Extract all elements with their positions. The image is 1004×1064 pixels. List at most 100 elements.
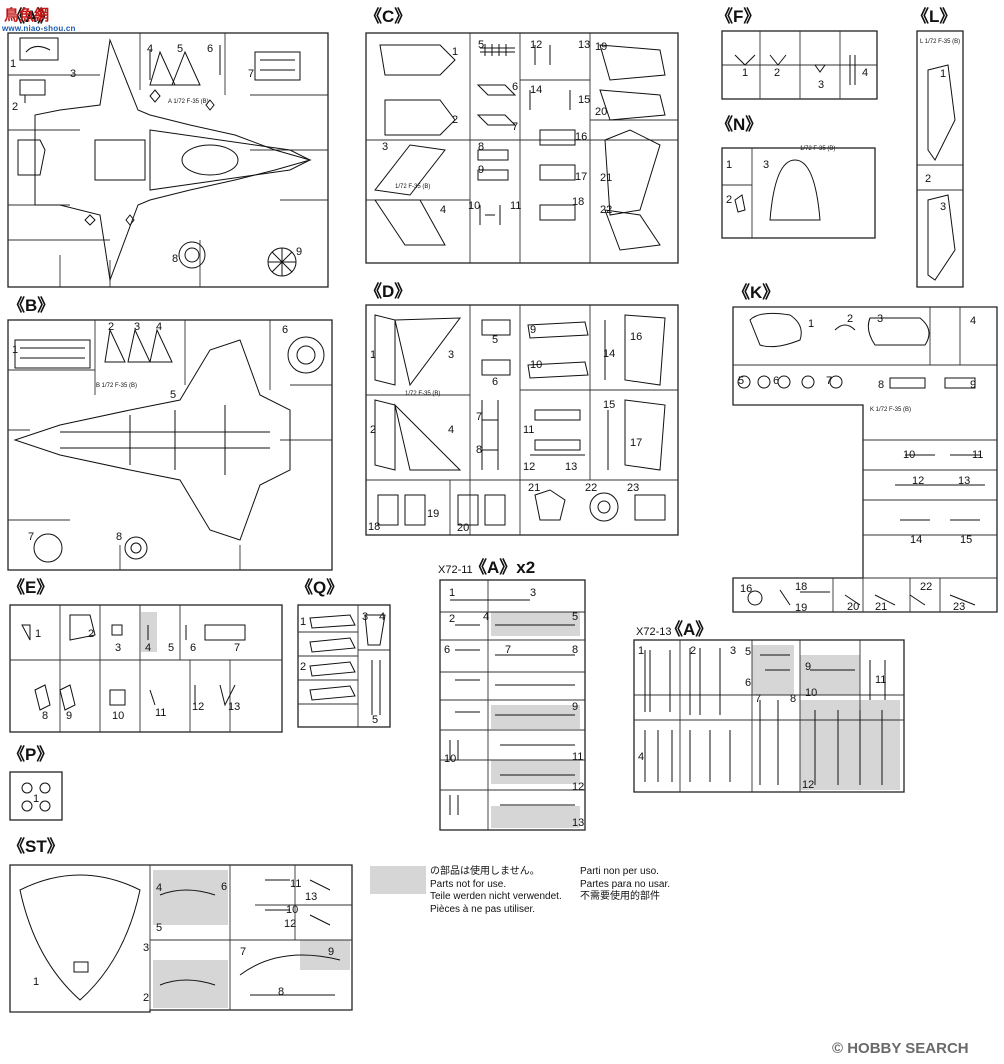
part-c-16: 16 [575, 131, 587, 143]
part-c-4: 4 [440, 204, 446, 216]
part-a13-9: 9 [805, 661, 811, 673]
part-a13-7: 7 [755, 693, 761, 705]
part-d-1: 1 [370, 349, 376, 361]
part-a-7: 7 [248, 68, 254, 80]
part-c-21: 21 [600, 172, 612, 184]
not-used-swatch [370, 866, 426, 894]
legend-es: Partes para no usar. [580, 878, 671, 890]
part-q-5: 5 [372, 714, 378, 726]
sprue-a [7, 32, 329, 288]
part-d-16: 16 [630, 331, 642, 343]
part-e-3: 3 [115, 642, 121, 654]
part-e-4: 4 [145, 642, 151, 654]
sprue-a-x72-13 [633, 639, 905, 793]
part-d-15: 15 [603, 399, 615, 411]
part-c-18: 18 [572, 196, 584, 208]
sprue-st-label: 《ST》 [8, 836, 64, 856]
sprue-p: 《P》 [8, 744, 63, 821]
maker-logo-icon [19, 37, 59, 61]
part-k-6: 6 [773, 375, 779, 387]
part-d-21: 21 [528, 482, 540, 494]
part-k-12: 12 [912, 475, 924, 487]
legend-left: の部品は使用しません。 Parts not for use. Teile wer… [430, 866, 562, 916]
sprue-q: 《Q》 [296, 577, 391, 728]
part-st-11: 11 [290, 878, 301, 890]
part-a13-3: 3 [730, 645, 736, 657]
part-n-2: 2 [726, 194, 732, 206]
sprue-a-tag: A 1/72 F-35 (B) [168, 99, 209, 105]
part-k-11: 11 [972, 449, 983, 461]
part-b-5: 5 [170, 389, 176, 401]
part-q-1: 1 [300, 616, 306, 628]
sprue-k: 《K》 [732, 282, 998, 613]
part-d-12: 12 [523, 461, 535, 473]
part-st-2: 2 [143, 992, 149, 1004]
part-st-13: 13 [305, 891, 317, 903]
sprue-l-labels: 1 2 3 L 1/72 F-35 (B) [920, 39, 960, 213]
part-k-16: 16 [740, 583, 752, 595]
part-c-15: 15 [578, 94, 590, 106]
part-k-9: 9 [970, 379, 976, 391]
part-c-17: 17 [575, 171, 587, 183]
part-a13-1: 1 [638, 645, 644, 657]
part-n-1: 1 [726, 159, 732, 171]
part-k-23: 23 [953, 601, 965, 613]
part-c-19: 19 [595, 41, 607, 53]
legend-jp: の部品は使用しません。 [430, 866, 540, 877]
part-e-11: 11 [155, 707, 166, 719]
part-c-12: 12 [530, 39, 542, 51]
part-d-20: 20 [457, 522, 469, 534]
part-st-1: 1 [33, 976, 39, 988]
sprue-e: 《E》 [8, 577, 283, 733]
part-b-4: 4 [156, 321, 162, 333]
part-b-2: 2 [108, 321, 114, 333]
part-e-1: 1 [35, 628, 41, 640]
sprue-a-x2-code: X72-11 [438, 564, 473, 576]
sprue-b-label: 《B》 [8, 295, 54, 315]
part-d-8: 8 [476, 444, 482, 456]
sprue-k-labels: 1 2 3 4 5 6 7 8 9 10 11 12 13 14 15 16 1… [738, 313, 983, 614]
part-k-21: 21 [875, 601, 887, 613]
part-st-6: 6 [221, 881, 227, 893]
sprue-a-x2 [439, 579, 586, 831]
part-ax2-10: 10 [444, 753, 456, 765]
sprue-c-labels: 1 2 3 4 5 6 7 8 9 10 11 12 13 14 15 16 1… [382, 39, 612, 216]
part-a13-12: 12 [802, 779, 814, 791]
sprue-a-x72-13-code: X72-13 [636, 626, 671, 638]
site-watermark: 鳥魚網 [4, 7, 50, 24]
part-st-9: 9 [328, 946, 334, 958]
part-c-20: 20 [595, 106, 607, 118]
part-d-7: 7 [476, 411, 482, 423]
legend-right: Parti non per uso. Partes para no usar. … [580, 866, 670, 904]
sprue-a-x72-13-label: 《A》 [666, 619, 712, 639]
sprue-n: 《N》 [716, 114, 876, 239]
sprue-l-label: 《L》 [912, 6, 956, 26]
part-a13-8: 8 [790, 693, 796, 705]
sprue-f: 《F》 [716, 6, 878, 100]
sprue-c-label: 《C》 [365, 6, 411, 26]
part-c-14: 14 [530, 84, 542, 96]
part-d-18: 18 [368, 521, 380, 533]
part-b-8: 8 [116, 531, 122, 543]
part-ax2-3: 3 [530, 587, 536, 599]
part-ax2-1: 1 [449, 587, 455, 599]
part-a13-4: 4 [638, 751, 644, 763]
sprue-l-tag: L 1/72 F-35 (B) [920, 39, 960, 45]
part-ax2-6: 6 [444, 644, 450, 656]
part-k-7: 7 [826, 375, 832, 387]
part-a-6: 6 [207, 43, 213, 55]
part-b-6: 6 [282, 324, 288, 336]
part-q-4: 4 [379, 611, 385, 623]
part-p-1: 1 [33, 793, 39, 805]
part-e-6: 6 [190, 642, 196, 654]
part-b-1: 1 [12, 344, 18, 356]
part-l-1: 1 [940, 68, 946, 80]
part-d-2: 2 [370, 424, 376, 436]
sprue-st: 《ST》 [8, 836, 353, 1013]
legend-en: Parts not for use. [430, 878, 507, 890]
sprue-a-label: 《A》 [8, 6, 54, 26]
part-k-22: 22 [920, 581, 932, 593]
part-d-9: 9 [530, 324, 536, 336]
part-c-8: 8 [478, 141, 484, 153]
